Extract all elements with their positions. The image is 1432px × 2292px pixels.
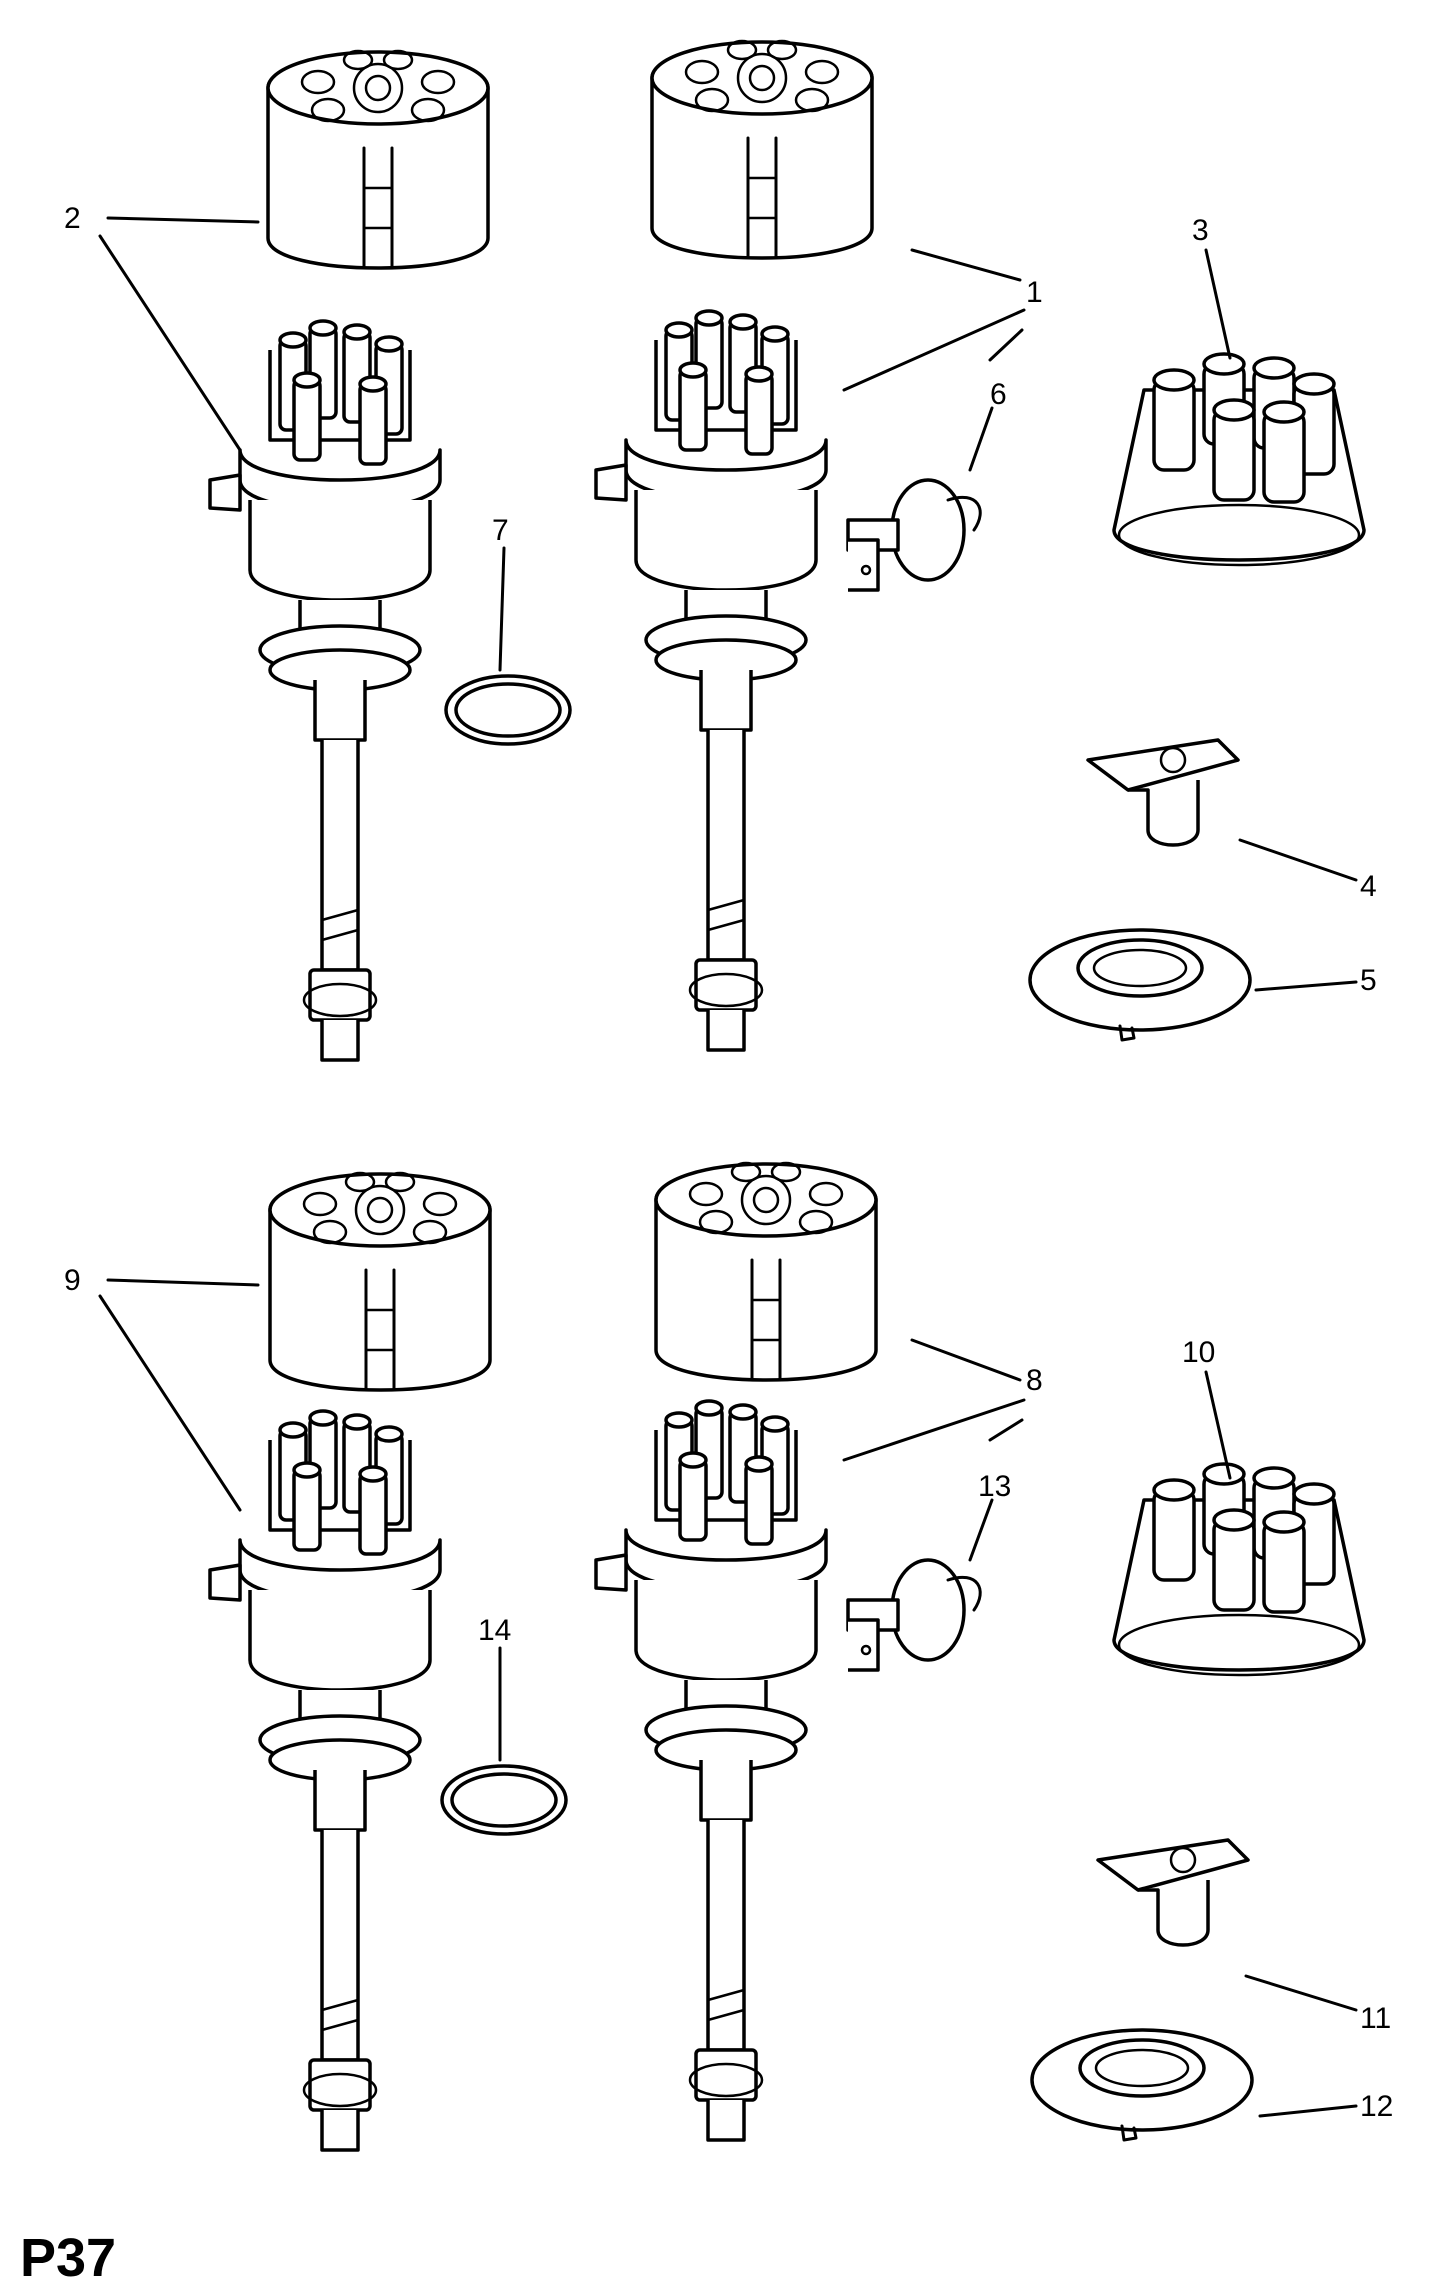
callout-5: 5 [1360,964,1377,997]
cap-top-left [266,49,490,270]
page-code: P37 [20,2228,116,2288]
loose-cap-top [1112,352,1366,567]
distributor-right [594,309,828,1052]
callout-12: 12 [1360,2090,1393,2123]
cap-bottom-left [268,1171,492,1392]
callout-7: 7 [492,514,509,547]
callout-6: 6 [990,378,1007,411]
distributor-left [208,319,442,1062]
dust-shield-bottom [1030,2028,1254,2142]
rotor-bottom [1096,1838,1250,1947]
seal-ring-top [444,674,572,746]
dust-shield-top [1028,928,1252,1042]
callout-2: 2 [64,202,81,235]
vacuum-unit-top [846,478,982,592]
leader-lines [98,216,1358,2118]
callout-11: 11 [1360,2002,1391,2035]
cap-top-right [650,39,874,260]
cap-bottom-right [654,1161,878,1382]
seal-ring-bottom [440,1764,568,1836]
callout-3: 3 [1192,214,1209,247]
vacuum-unit-bottom [846,1558,982,1672]
loose-cap-bottom [1112,1462,1366,1677]
callout-13: 13 [978,1470,1011,1503]
callout-1: 1 [1026,276,1043,309]
rotor-top [1086,738,1240,847]
distributor-bottom-right [594,1399,828,2142]
callout-9: 9 [64,1264,81,1297]
distributor-bottom-left [208,1409,442,2152]
callout-8: 8 [1026,1364,1043,1397]
callout-4: 4 [1360,870,1377,903]
callout-10: 10 [1182,1336,1215,1369]
callout-14: 14 [478,1614,511,1647]
